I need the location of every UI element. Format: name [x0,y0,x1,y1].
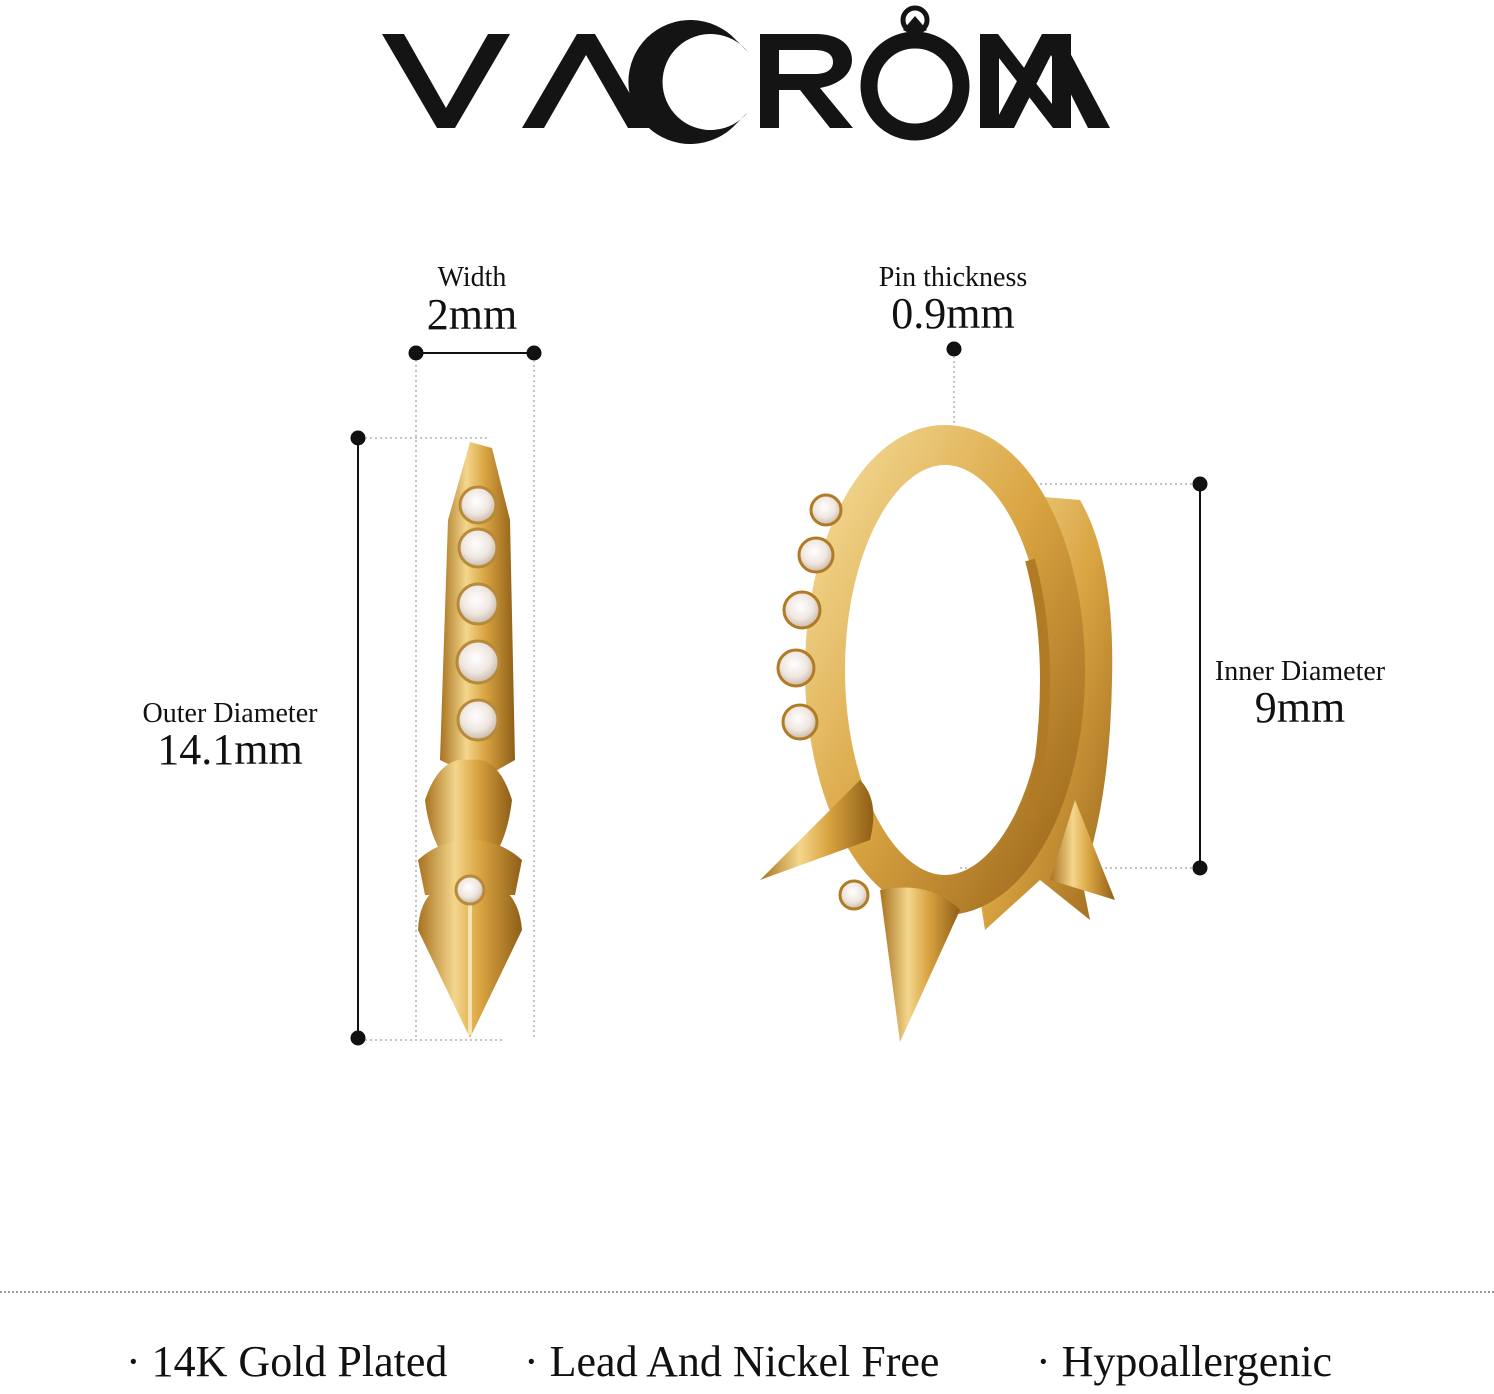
pin-thickness-label: Pin thickness [878,262,1028,293]
pin-thickness-value: 0.9mm [891,289,1015,338]
product-illustration [350,341,1208,1046]
width-label: Width [437,262,507,293]
earring-side-view [418,442,522,1038]
outer-diameter-label: Outer Diameter [142,698,318,729]
inner-diameter-value: 9mm [1254,683,1346,732]
inner-diameter-label: Inner Diameter [1214,656,1386,687]
section-divider [0,1291,1494,1293]
width-value: 2mm [426,290,518,339]
feature-lead-nickel-free: · Lead And Nickel Free [524,1337,940,1386]
measure-guides [350,341,1208,1046]
feature-gold-plated: · 14K Gold Plated [126,1337,448,1386]
feature-hypoallergenic: · Hypoallergenic [1036,1337,1333,1386]
brand-logo [382,5,1110,145]
outer-diameter-value: 14.1mm [157,725,303,774]
earring-front-view [760,425,1115,1042]
